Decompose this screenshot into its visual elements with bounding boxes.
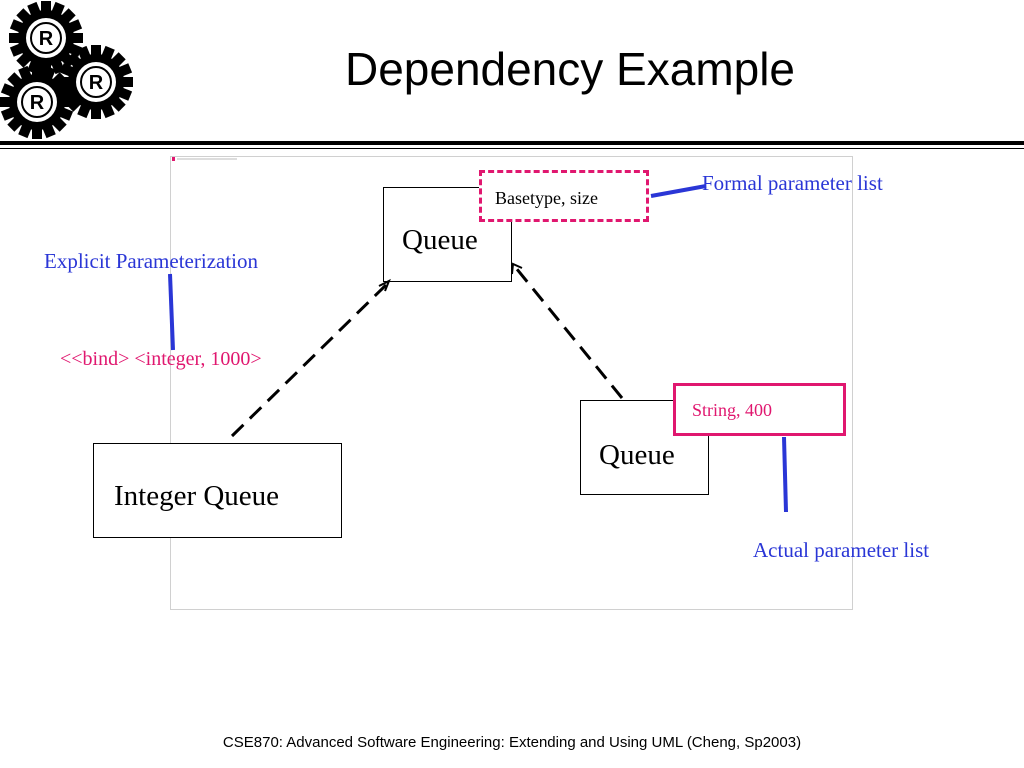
actual-parameters-text: String, 400	[692, 400, 773, 420]
title-divider	[0, 141, 1024, 145]
formal-parameter-box: Basetype, size	[479, 170, 649, 222]
embedded-object-marker-icon	[172, 157, 237, 161]
title-divider-thin	[0, 148, 1024, 149]
diagram-frame	[170, 156, 853, 610]
bound-class-integer-queue: Integer Queue	[93, 443, 342, 538]
class-name: Queue	[599, 439, 675, 471]
slide-footer: CSE870: Advanced Software Engineering: E…	[222, 734, 802, 751]
formal-parameter-list-annotation: Formal parameter list	[702, 171, 883, 195]
gear-letter: R	[39, 28, 54, 50]
slide-title: Dependency Example	[344, 43, 796, 95]
actual-parameter-box: String, 400	[673, 383, 846, 436]
explicit-parameterization-annotation: Explicit Parameterization	[44, 249, 258, 273]
class-name: Integer Queue	[114, 480, 280, 512]
gear-letter: R	[30, 92, 45, 114]
bound-class-queue: Queue	[580, 400, 709, 495]
formal-parameters-text: Basetype, size	[495, 188, 598, 208]
gears-logo-icon: R R R	[0, 0, 134, 140]
bind-stereotype-label: <<bind> <integer, 1000>	[60, 348, 262, 370]
gear-letter: R	[89, 72, 104, 94]
class-name: Queue	[402, 224, 478, 256]
actual-parameter-list-annotation: Actual parameter list	[753, 538, 930, 562]
